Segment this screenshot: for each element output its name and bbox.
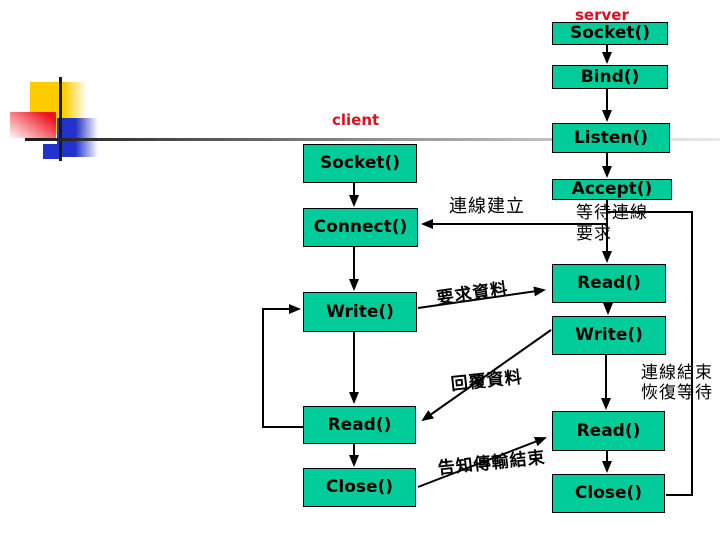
arrow-request-data <box>417 286 546 309</box>
client-read-box: Read() <box>303 406 416 444</box>
server-header: server <box>575 6 629 24</box>
decor-blue-square <box>57 118 98 157</box>
arrow-reply-data <box>421 329 552 422</box>
line-server-loop-back <box>608 211 693 496</box>
client-connect-box: Connect() <box>303 208 418 247</box>
label-connection-end-resume: 連線結束 恢復等待 <box>641 363 713 403</box>
server-read2-box: Read() <box>552 411 665 451</box>
client-socket-box: Socket() <box>303 144 417 183</box>
server-close-box: Close() <box>552 474 665 513</box>
decor-horizontal-rule <box>25 138 720 141</box>
client-close-box: Close() <box>303 468 416 507</box>
client-write-box: Write() <box>303 292 417 332</box>
server-accept-box: Accept() <box>552 179 672 200</box>
server-bind-box: Bind() <box>552 65 668 89</box>
decor-vertical-line <box>59 77 62 161</box>
label-connection-established: 連線建立 <box>449 196 525 217</box>
decor-red-square <box>10 112 56 138</box>
server-write-box: Write() <box>552 316 666 355</box>
arrow-notify-end <box>417 436 547 488</box>
client-header: client <box>332 111 380 129</box>
arrow-client-loop-back <box>262 304 303 428</box>
server-read1-box: Read() <box>552 264 666 303</box>
label-wait-for-connection: 等待連線 要求 <box>576 203 648 244</box>
server-socket-box: Socket() <box>552 22 668 45</box>
decor-blue-small-square <box>43 144 61 159</box>
server-listen-box: Listen() <box>552 123 670 153</box>
